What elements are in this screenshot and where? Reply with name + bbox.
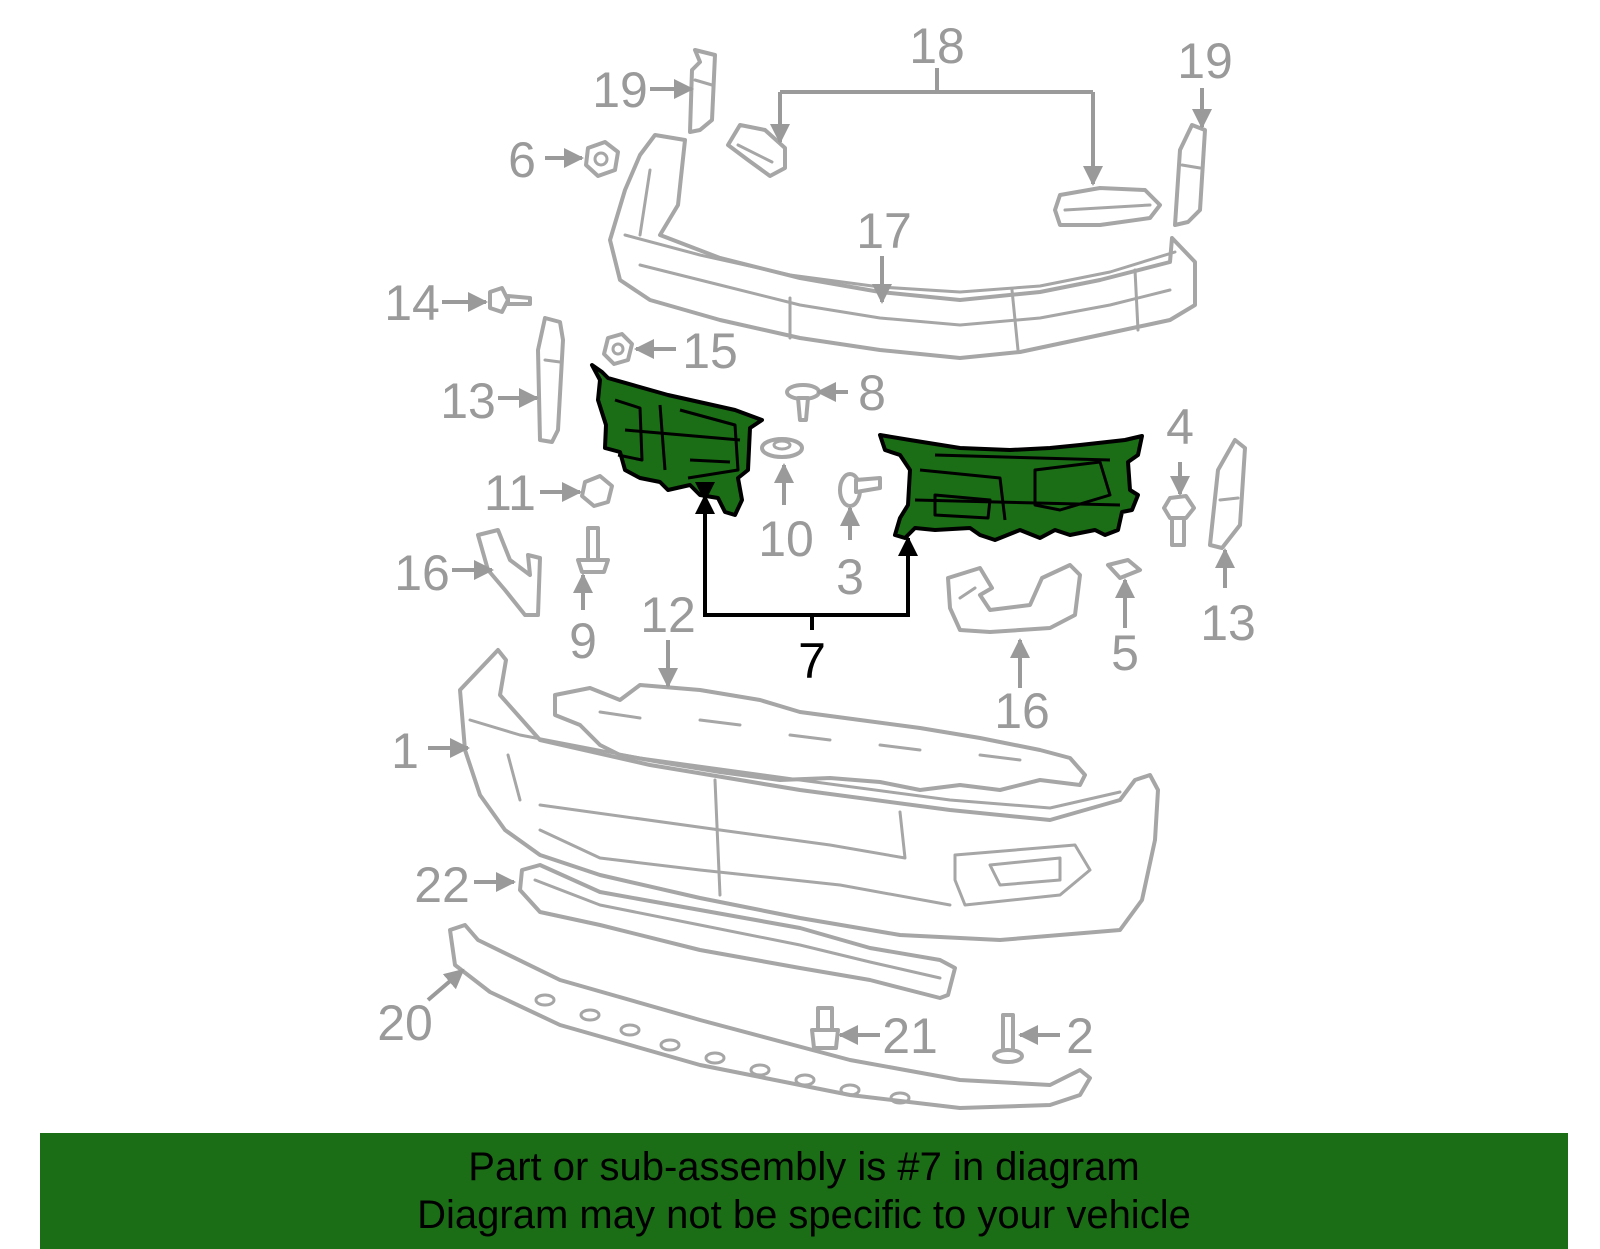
part-8-clip: [785, 383, 821, 422]
part-2-bolt: [992, 1013, 1024, 1064]
callout-18: 18: [909, 18, 965, 74]
callout-22: 22: [414, 857, 470, 913]
callout-13-left: 13: [440, 373, 496, 429]
callout-2: 2: [1066, 1008, 1094, 1064]
callout-7-leader: [695, 482, 918, 630]
part-6-nut: [584, 140, 620, 178]
callout-labels: 18 19 19 6 17 14 15 8 13 4 11 10 3 16 12…: [377, 18, 1256, 1064]
callout-20: 20: [377, 995, 433, 1051]
part-9-bolt: [576, 526, 610, 574]
part-14-pin: [488, 286, 532, 314]
callout-10: 10: [758, 511, 814, 567]
callout-15: 15: [682, 323, 738, 379]
part-13-right-bracket: [1208, 438, 1247, 550]
part-18-right-lamp: [1053, 186, 1162, 227]
part-17-upper-fascia: [608, 133, 1197, 360]
part-7-right-bracket: [878, 433, 1144, 542]
callout-13-right: 13: [1200, 595, 1256, 651]
part-13-left-bracket: [536, 316, 565, 444]
part-21-bolt: [810, 1006, 840, 1050]
part-3-pin: [838, 472, 882, 508]
callout-21: 21: [882, 1008, 938, 1064]
part-1-bumper: [458, 648, 1160, 942]
banner-line-part: Part or sub-assembly is #7 in diagram: [468, 1145, 1140, 1189]
part-19-right-bracket: [1173, 123, 1207, 227]
part-10-retainer: [760, 437, 804, 459]
part-16-left-bracket: [476, 528, 542, 617]
callout-1: 1: [391, 723, 419, 779]
part-16-right-bracket: [946, 563, 1082, 634]
info-banner: Part or sub-assembly is #7 in diagram Di…: [40, 1133, 1568, 1249]
callout-9: 9: [569, 613, 597, 669]
part-15-nut: [602, 332, 634, 366]
part-18-left-lamp: [726, 123, 787, 178]
callout-16-right: 16: [994, 683, 1050, 739]
part-5-clip: [1106, 558, 1142, 580]
leader-lines: [426, 68, 1235, 1045]
callout-5: 5: [1111, 625, 1139, 681]
callout-11: 11: [484, 465, 536, 521]
banner-line-disclaimer: Diagram may not be specific to your vehi…: [417, 1193, 1191, 1237]
callout-8: 8: [858, 365, 886, 421]
part-11-nut: [580, 474, 614, 508]
part-7-left-bracket: [590, 363, 764, 517]
part-20-skid-plate: [448, 923, 1092, 1110]
part-22-strip: [518, 863, 957, 1000]
callout-16-left: 16: [394, 545, 450, 601]
callout-3: 3: [836, 549, 864, 605]
skid-plate-slots: [534, 993, 911, 1105]
callout-14: 14: [384, 275, 440, 331]
callout-19-left: 19: [592, 62, 648, 118]
callout-19-right: 19: [1177, 33, 1233, 89]
callout-17: 17: [856, 203, 912, 259]
part-19-left-bracket: [688, 48, 717, 134]
callout-6: 6: [508, 132, 536, 188]
callout-7: 7: [798, 633, 826, 689]
callout-12: 12: [640, 587, 696, 643]
callout-4: 4: [1166, 399, 1194, 455]
part-4-bolt: [1162, 494, 1196, 547]
